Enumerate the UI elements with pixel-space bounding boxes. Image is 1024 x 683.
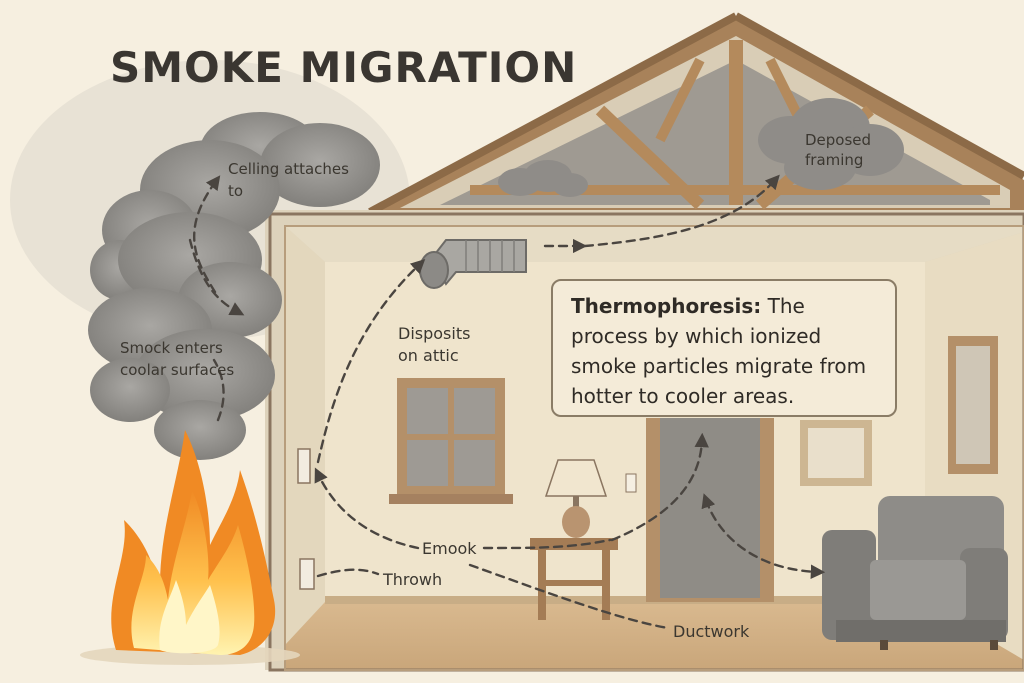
page-title: SMOKE MIGRATION <box>110 43 577 92</box>
arrow-door-up <box>610 432 709 542</box>
light-switch-icon <box>625 473 637 493</box>
definition-text: The process by which ionized smoke parti… <box>571 294 867 408</box>
label-ductwork: Ductwork <box>673 622 750 641</box>
label-on-attic: on attic <box>398 346 459 365</box>
arrow-throwh <box>316 568 380 578</box>
label-ceiling-attaches-cont: to <box>228 182 243 200</box>
definition-term: Thermophoresis: <box>571 294 762 318</box>
arrow-smoke-up <box>212 358 225 422</box>
migration-arrows <box>188 174 826 630</box>
label-smoke-enters: Smock enters <box>120 339 223 357</box>
definition-callout: Thermophoresis: The process by which ion… <box>551 279 897 417</box>
roof <box>368 12 1024 216</box>
wall-vent-icon <box>297 448 311 484</box>
label-emook: Emook <box>422 539 477 558</box>
label-throwh: Throwh <box>382 570 442 589</box>
fire-flame-icon <box>80 430 300 665</box>
wall-outlet-icon <box>299 558 315 590</box>
arrow-emook-right <box>482 538 612 550</box>
table-lamp-icon <box>544 459 608 538</box>
window <box>389 378 513 504</box>
duct-pipe-icon <box>419 239 527 289</box>
arrow-chair <box>701 493 826 579</box>
arrow-emook <box>314 467 420 550</box>
armchair <box>822 496 1008 650</box>
wall-picture-right <box>948 336 998 474</box>
side-table <box>530 538 618 620</box>
arrow-cloud-down <box>188 238 245 316</box>
label-disposits: Disposits <box>398 324 470 343</box>
arrow-to-attic <box>583 174 780 248</box>
label-cooler-surfaces: coolar surfaces <box>120 361 234 379</box>
label-ceiling-attaches: Celling attaches <box>228 160 349 178</box>
arrow-disposits <box>316 259 426 464</box>
arrow-ductwork <box>468 563 670 630</box>
wall-picture-center <box>800 420 872 486</box>
label-deposed: Deposed <box>805 131 871 149</box>
label-framing: framing <box>805 151 863 169</box>
arrow-ceiling <box>193 175 221 294</box>
